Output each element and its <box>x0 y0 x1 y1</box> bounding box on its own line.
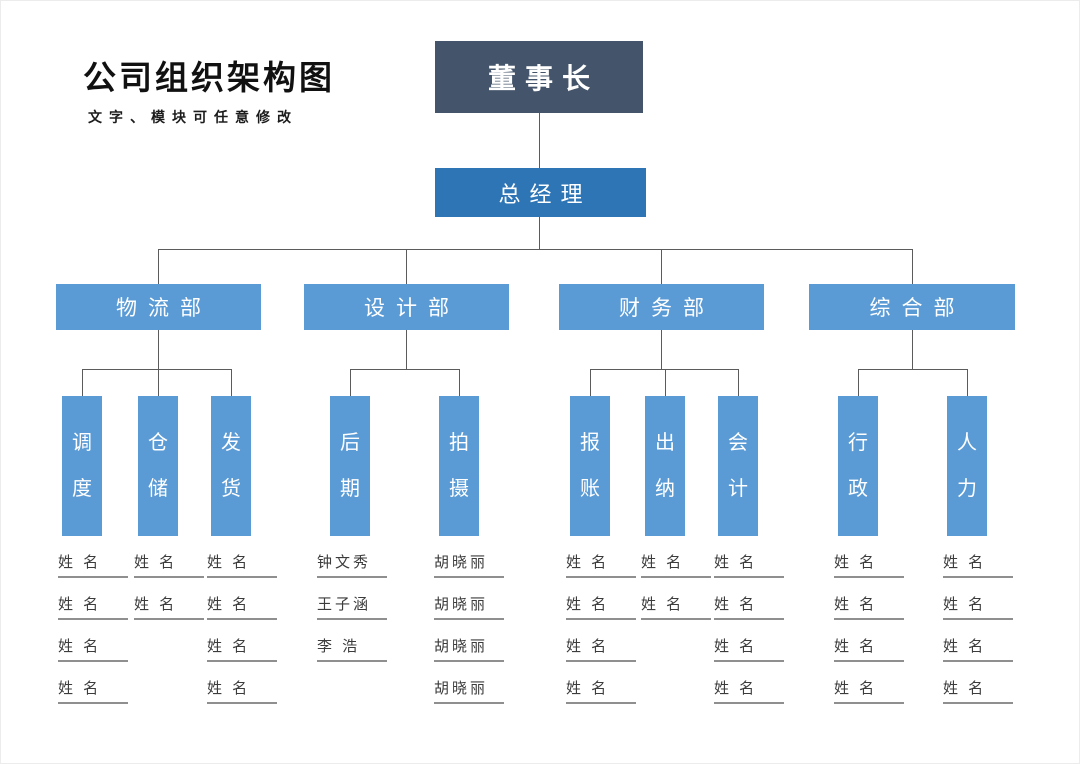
name-item: 姓 名 <box>714 551 784 578</box>
unit-label: 后期 <box>340 432 360 500</box>
name-column-cashier: 姓 名姓 名 <box>641 551 711 635</box>
name-item: 姓 名 <box>834 677 904 704</box>
connector-manager-stem <box>539 217 540 249</box>
unit-box-reimbursement: 报账 <box>570 396 610 536</box>
name-column-postproduction: 钟文秀王子涵李 浩 <box>317 551 387 677</box>
name-item: 姓 名 <box>943 677 1013 704</box>
unit-box-dispatch: 调度 <box>62 396 102 536</box>
name-item: 姓 名 <box>58 593 128 620</box>
name-item: 李 浩 <box>317 635 387 662</box>
connector-dept3-stem <box>661 330 662 369</box>
name-item: 姓 名 <box>714 635 784 662</box>
unit-box-hr: 人力 <box>947 396 987 536</box>
name-item: 姓 名 <box>58 677 128 704</box>
name-item: 姓 名 <box>943 551 1013 578</box>
name-item: 姓 名 <box>943 593 1013 620</box>
unit-box-accounting: 会计 <box>718 396 758 536</box>
name-column-shipping: 姓 名姓 名姓 名姓 名 <box>207 551 277 719</box>
name-item: 姓 名 <box>134 551 204 578</box>
connector-drop-unit <box>82 369 83 396</box>
connector-dept3-bus <box>590 369 738 370</box>
unit-box-photography: 拍摄 <box>439 396 479 536</box>
name-item: 姓 名 <box>943 635 1013 662</box>
name-item: 姓 名 <box>207 677 277 704</box>
name-column-accounting: 姓 名姓 名姓 名姓 名 <box>714 551 784 719</box>
connector-drop-unit <box>665 369 666 396</box>
page-subtitle: 文字、模块可任意修改 <box>88 109 298 125</box>
unit-label: 出纳 <box>655 432 675 500</box>
name-item: 钟文秀 <box>317 551 387 578</box>
unit-box-admin: 行政 <box>838 396 878 536</box>
connector-dept4-stem <box>912 330 913 369</box>
connector-drop-unit <box>459 369 460 396</box>
unit-label: 报账 <box>580 432 600 500</box>
name-item: 姓 名 <box>58 551 128 578</box>
connector-drop-unit <box>231 369 232 396</box>
dept-box-finance: 财务部 <box>559 284 764 330</box>
unit-box-cashier: 出纳 <box>645 396 685 536</box>
connector-drop-dept1 <box>158 249 159 284</box>
name-column-reimbursement: 姓 名姓 名姓 名姓 名 <box>566 551 636 719</box>
name-item: 姓 名 <box>834 593 904 620</box>
general-manager-box: 总经理 <box>435 168 646 217</box>
unit-label: 仓储 <box>148 432 168 500</box>
name-item: 姓 名 <box>134 593 204 620</box>
name-item: 姓 名 <box>207 593 277 620</box>
unit-label: 拍摄 <box>449 432 469 500</box>
unit-label: 行政 <box>848 432 868 500</box>
name-item: 姓 名 <box>58 635 128 662</box>
name-column-warehouse: 姓 名姓 名 <box>134 551 204 635</box>
name-item: 姓 名 <box>834 635 904 662</box>
name-item: 姓 名 <box>714 593 784 620</box>
dept-box-design: 设计部 <box>304 284 509 330</box>
unit-box-shipping: 发货 <box>211 396 251 536</box>
unit-box-postproduction: 后期 <box>330 396 370 536</box>
connector-drop-unit <box>590 369 591 396</box>
name-item: 胡晓丽 <box>434 635 504 662</box>
name-item: 姓 名 <box>714 677 784 704</box>
connector-drop-unit <box>158 369 159 396</box>
name-item: 姓 名 <box>207 635 277 662</box>
name-item: 姓 名 <box>566 677 636 704</box>
unit-box-warehouse: 仓储 <box>138 396 178 536</box>
connector-dept2-stem <box>406 330 407 369</box>
connector-dept-bus <box>158 249 912 250</box>
chairman-box: 董事长 <box>435 41 643 113</box>
connector-drop-dept3 <box>661 249 662 284</box>
name-item: 胡晓丽 <box>434 593 504 620</box>
unit-label: 发货 <box>221 432 241 500</box>
name-item: 胡晓丽 <box>434 677 504 704</box>
connector-drop-unit <box>858 369 859 396</box>
name-column-admin: 姓 名姓 名姓 名姓 名 <box>834 551 904 719</box>
name-item: 姓 名 <box>566 635 636 662</box>
dept-box-logistics: 物流部 <box>56 284 261 330</box>
name-item: 胡晓丽 <box>434 551 504 578</box>
name-item: 姓 名 <box>207 551 277 578</box>
connector-drop-unit <box>967 369 968 396</box>
name-item: 王子涵 <box>317 593 387 620</box>
name-item: 姓 名 <box>566 551 636 578</box>
connector-dept1-stem <box>158 330 159 369</box>
connector-drop-unit <box>350 369 351 396</box>
name-column-dispatch: 姓 名姓 名姓 名姓 名 <box>58 551 128 719</box>
connector-dept1-bus <box>82 369 231 370</box>
connector-root-manager <box>539 113 540 168</box>
unit-label: 会计 <box>728 432 748 500</box>
name-item: 姓 名 <box>566 593 636 620</box>
unit-label: 调度 <box>72 432 92 500</box>
connector-dept4-bus <box>858 369 967 370</box>
name-item: 姓 名 <box>641 551 711 578</box>
connector-drop-dept2 <box>406 249 407 284</box>
unit-label: 人力 <box>957 432 977 500</box>
name-item: 姓 名 <box>641 593 711 620</box>
connector-dept2-bus <box>350 369 459 370</box>
name-column-photography: 胡晓丽胡晓丽胡晓丽胡晓丽 <box>434 551 504 719</box>
name-item: 姓 名 <box>834 551 904 578</box>
name-column-hr: 姓 名姓 名姓 名姓 名 <box>943 551 1013 719</box>
connector-drop-unit <box>738 369 739 396</box>
connector-drop-dept4 <box>912 249 913 284</box>
page-title: 公司组织架构图 <box>83 59 335 96</box>
dept-box-general: 综合部 <box>809 284 1015 330</box>
